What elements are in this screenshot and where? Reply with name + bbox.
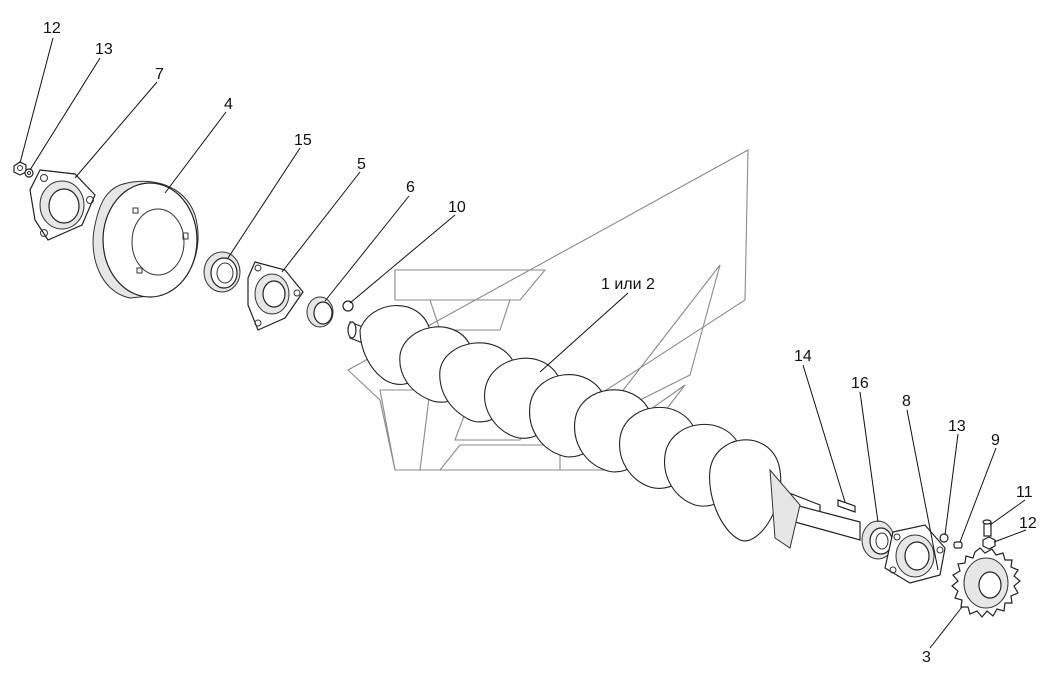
bearing-16 bbox=[861, 520, 895, 560]
auger-flights bbox=[359, 305, 801, 549]
callout-3: 3 bbox=[922, 649, 931, 666]
callout-5: 5 bbox=[357, 156, 366, 173]
callout-11: 11 bbox=[1016, 484, 1033, 501]
sprocket-3 bbox=[951, 547, 1021, 618]
washer-13-left bbox=[24, 168, 34, 178]
callout-7: 7 bbox=[155, 66, 164, 83]
flange-housing-8 bbox=[884, 524, 946, 584]
callout-16: 16 bbox=[851, 375, 869, 392]
nut-12-left bbox=[13, 161, 27, 176]
callout-6: 6 bbox=[406, 179, 415, 196]
callout-9: 9 bbox=[991, 432, 1000, 449]
pin-9 bbox=[953, 541, 963, 549]
flange-5 bbox=[247, 261, 304, 331]
callout-10: 10 bbox=[448, 199, 466, 216]
bearing-15 bbox=[203, 251, 241, 293]
callout-13-right: 13 bbox=[948, 418, 966, 435]
callout-4: 4 bbox=[224, 96, 233, 113]
washer-13-right bbox=[939, 533, 949, 543]
flange-housing-7 bbox=[29, 169, 96, 241]
bolt-11 bbox=[982, 519, 992, 537]
nut-12-right bbox=[982, 536, 996, 550]
part-10 bbox=[342, 300, 354, 312]
callout-8: 8 bbox=[902, 393, 911, 410]
callout-1-or-2: 1 или 2 bbox=[601, 276, 655, 293]
ring-6 bbox=[306, 296, 334, 328]
callout-15: 15 bbox=[294, 132, 312, 149]
callout-13-left: 13 bbox=[95, 41, 113, 58]
leader-lines bbox=[19, 37, 1027, 649]
disc-4 bbox=[92, 180, 199, 299]
callout-12-left: 12 bbox=[43, 20, 61, 37]
callout-12-right: 12 bbox=[1019, 515, 1037, 532]
key-14 bbox=[837, 499, 856, 513]
callout-14: 14 bbox=[794, 348, 812, 365]
callout-labels: 12 13 7 4 15 5 6 10 1 или 2 14 16 8 13 9… bbox=[43, 20, 1037, 666]
